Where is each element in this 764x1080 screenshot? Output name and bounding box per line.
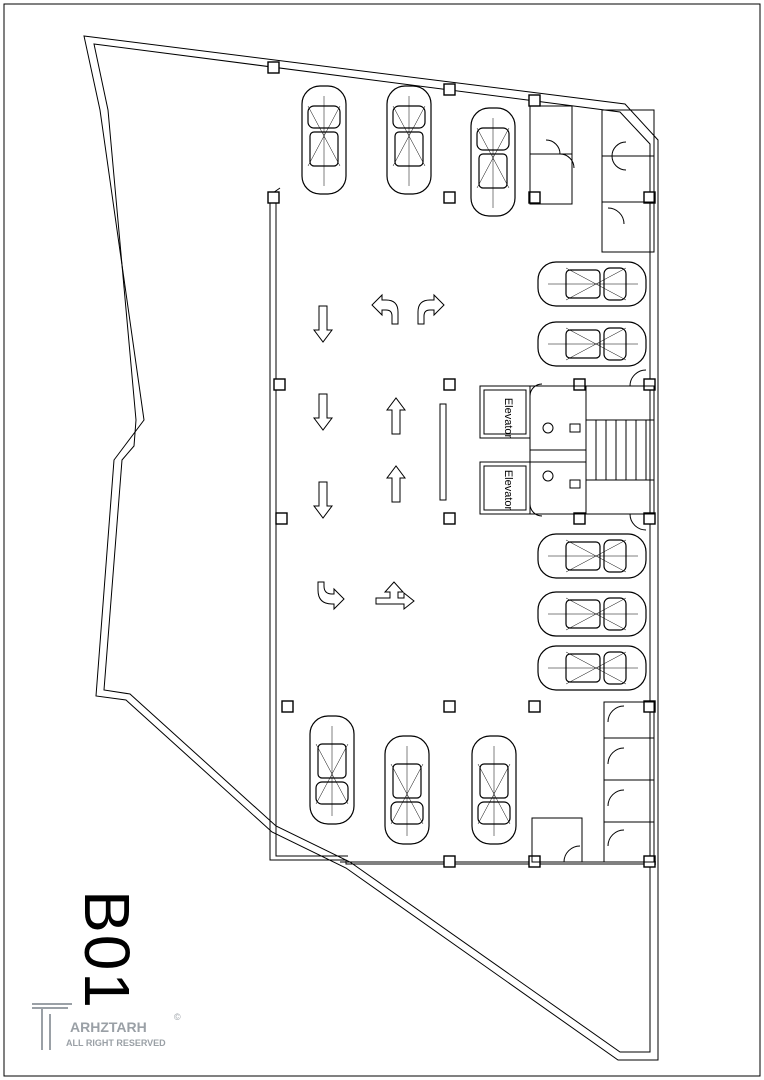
car-icon [301,85,347,195]
car-icon [537,533,647,579]
watermark-symbol: © [174,1012,181,1022]
turn-arrow-icon [317,581,345,611]
watermark-brand: ARHZTARH [70,1019,147,1035]
watermark-logo: ARHZTARH © ALL RIGHT RESERVED [32,1003,181,1050]
elevator-label: Elevator [502,470,514,511]
parked-cars [301,85,647,845]
car-icon [386,85,432,195]
turn-left-arrow-icon [371,293,399,325]
turn-right-arrow-icon [417,293,445,325]
car-icon [470,107,516,217]
elevator-labels: Elevator Elevator [502,398,514,511]
core [439,369,655,531]
storage-rooms-bottom [531,701,655,863]
car-icon [537,261,647,307]
level-label-text: B01 [71,890,143,1010]
car-icon [537,321,647,367]
elevator-label: Elevator [502,398,514,439]
car-icon [384,735,430,845]
storage-rooms-top [529,105,655,253]
car-icon [471,735,517,845]
arrow-down-icon [313,305,333,343]
arrow-down-icon [313,393,333,431]
arrow-up-icon [386,397,406,435]
car-icon [537,645,647,691]
car-icon [309,715,355,825]
traffic-arrows [313,293,445,611]
arrow-up-icon [386,465,406,503]
logo-icon [32,1003,72,1050]
level-label: B01 [52,880,162,1020]
outer-wall [83,35,659,1061]
sheet-border [3,3,761,1077]
car-icon [537,591,647,637]
split-arrow-icon [375,581,415,611]
watermark-tagline: ALL RIGHT RESERVED [66,1038,166,1048]
arrow-down-icon [313,481,333,519]
